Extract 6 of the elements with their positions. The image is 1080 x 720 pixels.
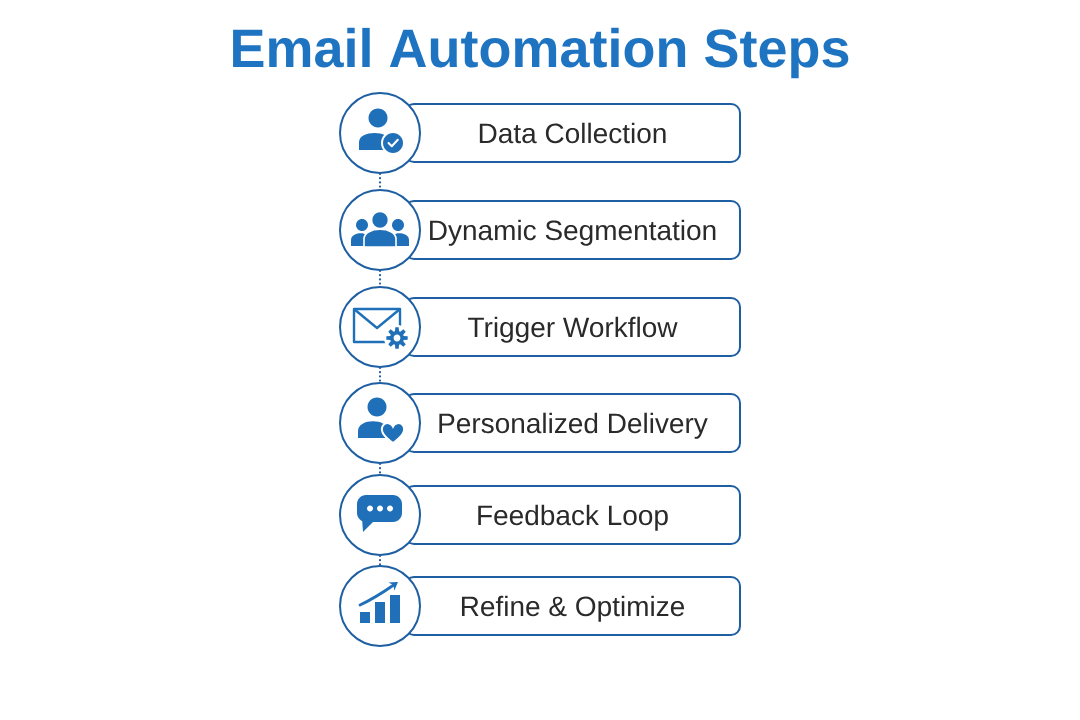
- connector-line: [378, 269, 382, 288]
- connector-line: [378, 172, 382, 191]
- connector-line: [378, 554, 382, 567]
- connector-line: [378, 366, 382, 384]
- title: Email Automation Steps: [233, 27, 849, 79]
- connector-line: [378, 462, 382, 476]
